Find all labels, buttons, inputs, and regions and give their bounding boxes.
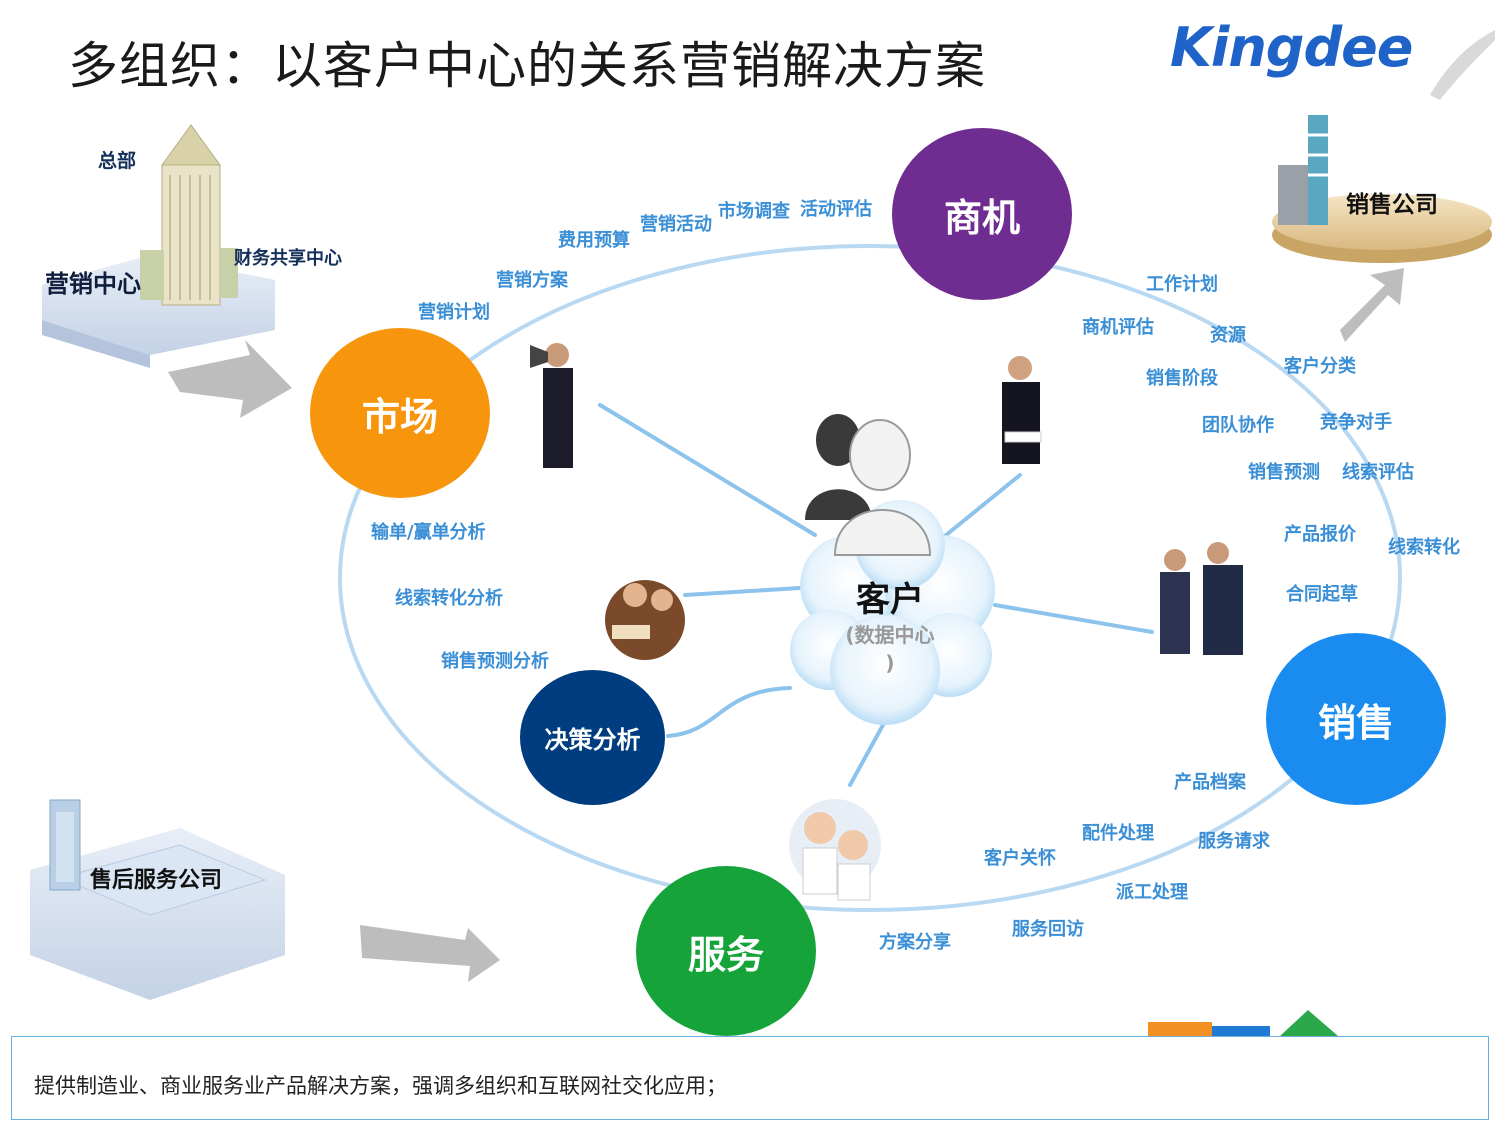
market-node-label: 市场 <box>361 394 438 439</box>
service-label: 配件处理 <box>1082 823 1154 844</box>
service-label: 派工处理 <box>1116 882 1188 903</box>
analysis-label: 销售预测分析 <box>441 651 549 672</box>
finance-center-label: 财务共享中心 <box>234 248 342 269</box>
spoke-lines <box>598 403 1154 787</box>
sales-company-label: 销售公司 <box>1346 192 1438 218</box>
market-label: 活动评估 <box>800 199 872 220</box>
arrow-icon <box>1340 268 1404 342</box>
logo-swoosh-icon <box>1430 30 1495 100</box>
opportunity-label: 团队协作 <box>1202 415 1274 436</box>
sales-label: 产品报价 <box>1284 524 1356 545</box>
support-agents-icon <box>789 799 881 901</box>
sales-node-label: 销售 <box>1317 700 1394 745</box>
market-label: 营销方案 <box>496 270 568 291</box>
customer-title: 客户 <box>856 580 924 620</box>
service-label: 方案分享 <box>879 932 951 953</box>
customer-user-icon <box>805 414 932 556</box>
analysis-label: 线索转化分析 <box>395 588 503 609</box>
sales-company-building-icon <box>1272 115 1492 263</box>
sales-label: 合同起草 <box>1286 584 1358 605</box>
opportunity-label: 线索评估 <box>1342 462 1414 483</box>
footer-text: 提供制造业、商业服务业产品解决方案，强调多组织和互联网社交化应用； <box>34 1074 727 1098</box>
marketer-person-icon <box>530 343 573 468</box>
sales-node[interactable]: 销售 <box>1266 633 1446 805</box>
analysis-label: 输单/赢单分析 <box>371 522 486 543</box>
sales-label: 线索转化 <box>1388 537 1460 558</box>
decorative-blocks-icon <box>1148 1010 1338 1036</box>
headquarters-building-icon <box>42 124 275 368</box>
headquarters-label: 总部 <box>98 150 137 172</box>
opportunity-node-label: 商机 <box>943 195 1020 240</box>
aftersales-building-icon <box>30 799 285 1000</box>
decision-node[interactable]: 决策分析 <box>520 670 665 805</box>
aftersales-company-label: 售后服务公司 <box>90 868 223 893</box>
footer-box: 提供制造业、商业服务业产品解决方案，强调多组织和互联网社交化应用； <box>11 1036 1489 1120</box>
opportunity-label: 商机评估 <box>1082 317 1154 338</box>
service-label: 产品档案 <box>1174 772 1246 793</box>
market-node[interactable]: 市场 <box>310 328 490 498</box>
service-label: 服务请求 <box>1198 831 1270 852</box>
market-label: 营销计划 <box>418 302 490 323</box>
arrow-icon <box>360 925 500 982</box>
opportunity-node[interactable]: 商机 <box>892 128 1072 300</box>
service-node-label: 服务 <box>687 932 764 977</box>
salesman-person-icon <box>1002 356 1042 464</box>
customer-subtitle-1: (数据中心 <box>845 623 935 647</box>
decision-node-label: 决策分析 <box>544 726 641 754</box>
opportunity-label: 工作计划 <box>1146 274 1218 295</box>
opportunity-label: 资源 <box>1210 325 1246 346</box>
opportunity-label: 竞争对手 <box>1320 412 1392 433</box>
opportunity-label: 销售阶段 <box>1146 368 1218 389</box>
service-label: 服务回访 <box>1012 919 1084 940</box>
customer-data-center[interactable]: 客户 (数据中心 ) <box>820 572 960 677</box>
market-label: 市场调查 <box>718 201 790 222</box>
page-title: 多组织：以客户中心的关系营销解决方案 <box>68 37 986 95</box>
opportunity-label: 销售预测 <box>1248 462 1320 483</box>
arrow-icon <box>168 340 292 418</box>
market-label: 营销活动 <box>640 214 712 235</box>
marketing-center-label: 营销中心 <box>45 270 141 298</box>
service-label: 客户关怀 <box>984 848 1056 869</box>
meeting-people-icon <box>605 580 685 660</box>
kingdee-logo: Kingdee <box>1170 16 1413 79</box>
handshake-people-icon <box>1160 542 1243 655</box>
relationship-ring <box>338 244 1402 912</box>
opportunity-label: 客户分类 <box>1284 356 1356 377</box>
customer-subtitle-2: ) <box>885 651 895 675</box>
market-label: 费用预算 <box>558 230 630 251</box>
service-node[interactable]: 服务 <box>636 866 816 1036</box>
